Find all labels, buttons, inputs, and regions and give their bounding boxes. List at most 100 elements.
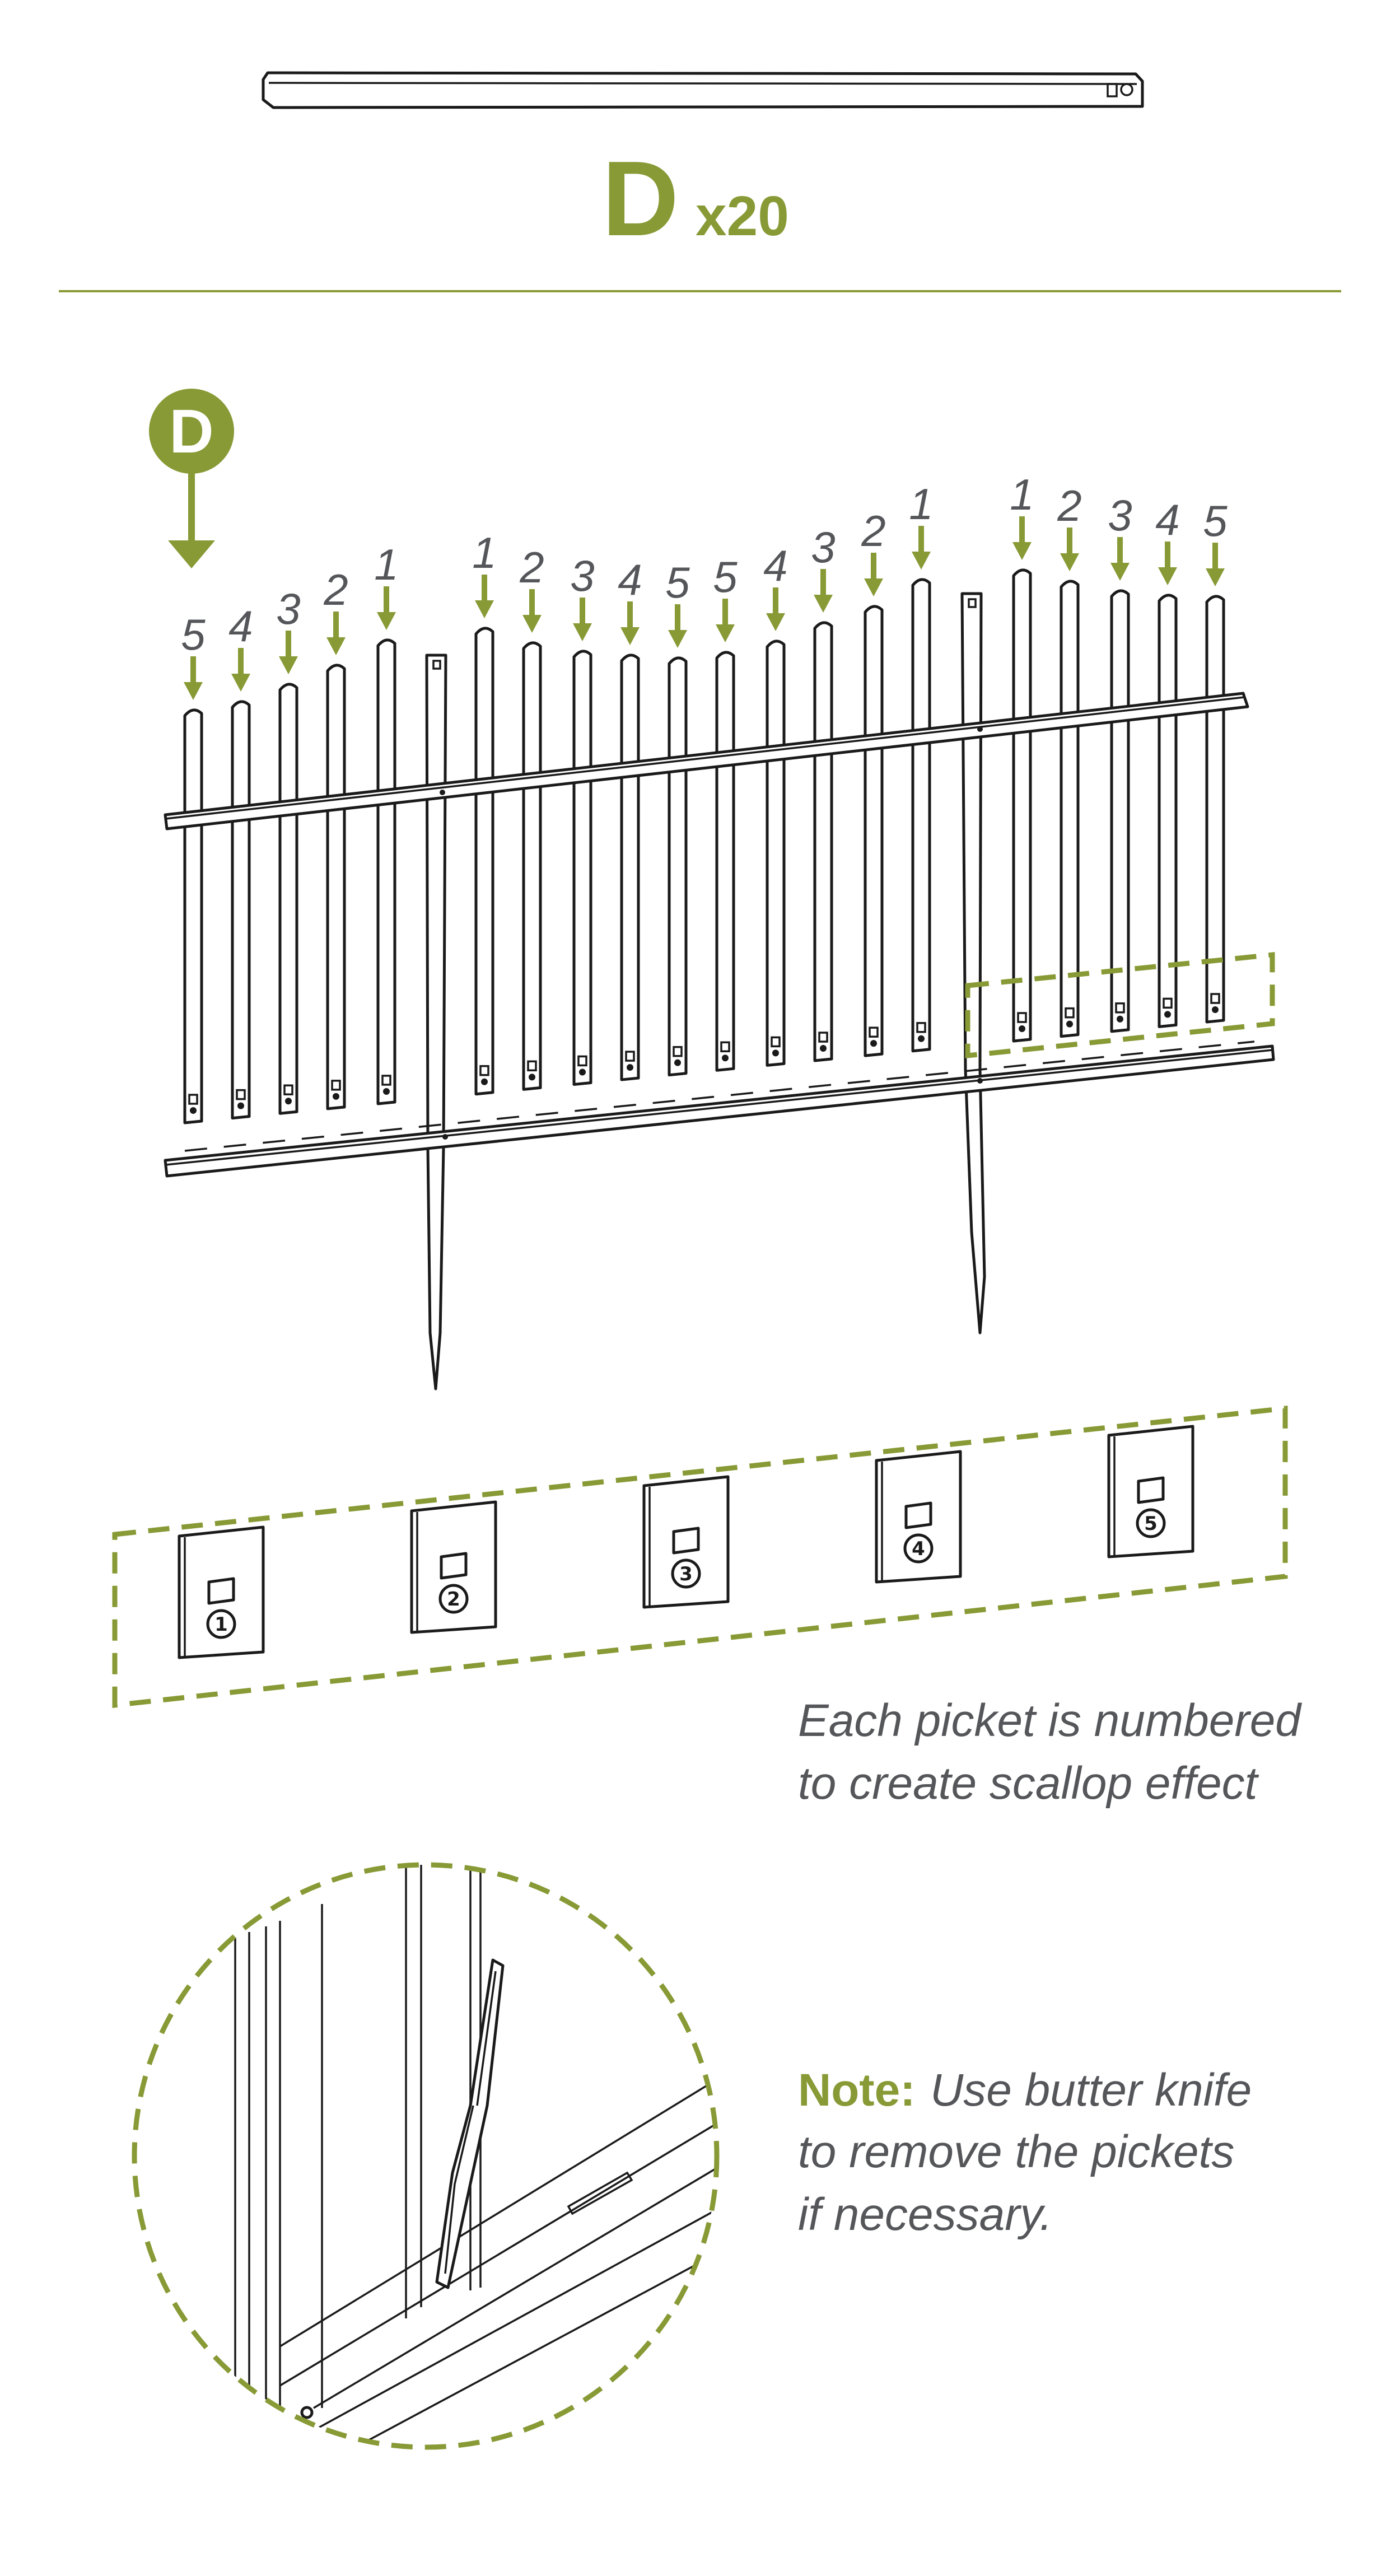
picket	[572, 650, 592, 1086]
down-arrow-icon	[1212, 543, 1218, 571]
picket-number-label: 2	[323, 565, 348, 655]
down-arrow-icon	[238, 648, 244, 676]
picket	[326, 664, 346, 1110]
picket	[1060, 580, 1080, 1038]
down-arrow-icon	[190, 656, 196, 684]
picket-number: 5	[1203, 496, 1228, 545]
picket-number: 2	[861, 506, 885, 556]
removal-note: Note: Use butter knife to remove the pic…	[798, 2065, 1252, 2240]
picket	[715, 651, 735, 1072]
down-arrow-icon	[1067, 528, 1072, 556]
note-text-1: Use butter knife	[930, 2065, 1252, 2116]
picket-number: 4	[1155, 495, 1179, 544]
picket-number-label: 5	[713, 552, 738, 642]
picket-number: 1	[1010, 470, 1034, 519]
part-d-badge: D	[149, 389, 234, 568]
down-arrow-icon	[675, 604, 680, 632]
picket	[522, 641, 542, 1091]
part-quantity: x20	[696, 185, 789, 248]
picket	[766, 640, 786, 1067]
down-arrow-icon	[580, 598, 585, 626]
tag-number: 2	[447, 1588, 460, 1611]
picket-number-label: 3	[570, 551, 595, 641]
picket-number-tag: 1	[178, 1525, 265, 1659]
picket-number: 4	[763, 541, 787, 590]
picket-number-label: 3	[811, 522, 836, 613]
detail-callout-box	[112, 1405, 1288, 1709]
down-arrow-icon	[1019, 516, 1025, 544]
picket-number-label: 4	[228, 601, 253, 692]
tag-number: 4	[912, 1538, 925, 1560]
caption-line-2: to create scallop effect	[798, 1758, 1259, 1809]
picket-number-label: 1	[472, 528, 497, 618]
picket-number-label: 1	[909, 479, 934, 570]
picket-number-label: 2	[519, 543, 544, 633]
picket	[376, 638, 396, 1105]
picket	[1110, 589, 1130, 1033]
picket-number: 4	[228, 601, 253, 651]
picket-number: 5	[713, 552, 738, 601]
picket-number-tag: 3	[642, 1475, 730, 1609]
picket	[1012, 568, 1032, 1043]
down-arrow-icon	[482, 575, 487, 603]
picket-number-label: 5	[665, 558, 690, 648]
picket-number-label: 3	[1108, 491, 1132, 581]
picket-number: 5	[181, 610, 206, 659]
picket	[1158, 594, 1178, 1028]
part-title: D x20	[602, 139, 789, 258]
picket-number: 3	[276, 584, 300, 633]
picket	[620, 654, 640, 1081]
picket	[864, 605, 884, 1057]
picket-number-label: 1	[1010, 470, 1034, 560]
picket-number-label: 2	[861, 506, 886, 596]
picket-number-label: 5	[181, 610, 206, 700]
badge-letter: D	[169, 397, 213, 466]
picket-number-tag: 2	[410, 1500, 497, 1634]
down-arrow-icon	[627, 601, 633, 629]
picket	[183, 708, 203, 1124]
detail-highlight-small	[965, 952, 1275, 1058]
picket-number: 3	[1108, 491, 1132, 540]
insert-arrow-icon	[188, 473, 195, 543]
tag-number: 1	[214, 1613, 228, 1636]
picket	[813, 621, 833, 1062]
picket-number-label: 5	[1203, 496, 1228, 586]
picket-number: 2	[323, 565, 348, 614]
zoom-circle	[132, 1862, 720, 2450]
note-line-3: if necessary.	[798, 2189, 1052, 2240]
picket	[278, 683, 298, 1115]
tag-number: 3	[679, 1563, 693, 1585]
picket-number-tag: 4	[875, 1450, 962, 1584]
down-arrow-icon	[773, 587, 778, 615]
picket	[474, 627, 494, 1096]
picket-number: 4	[618, 555, 642, 604]
butter-knife-zoom-detail	[132, 1862, 720, 2450]
picket-number-label: 4	[763, 541, 788, 631]
note-line-1: Note: Use butter knife	[798, 2065, 1252, 2116]
picket-number-label: 2	[1057, 481, 1082, 571]
picket	[231, 700, 251, 1120]
picket-number: 5	[665, 558, 690, 607]
down-arrow-icon	[918, 526, 924, 554]
down-arrow-icon	[722, 599, 728, 627]
picket-number-label: 1	[374, 540, 399, 630]
fence-post-left	[425, 654, 447, 1390]
down-arrow-icon	[333, 612, 339, 640]
down-arrow-icon	[820, 569, 826, 597]
part-d-rail-illustration	[262, 71, 1144, 109]
note-label: Note:	[798, 2065, 916, 2116]
down-arrow-icon	[286, 631, 291, 659]
down-arrow-icon	[384, 586, 389, 614]
note-line-2: to remove the pickets	[798, 2126, 1234, 2177]
picket-number: 1	[472, 528, 496, 577]
picket-number: 2	[519, 543, 544, 592]
scallop-caption: Each picket is numbered to create scallo…	[798, 1695, 1302, 1809]
picket-number-label: 3	[276, 584, 301, 674]
picket-number-label: 4	[618, 555, 642, 645]
down-arrow-icon	[1117, 537, 1123, 565]
picket	[668, 656, 688, 1077]
